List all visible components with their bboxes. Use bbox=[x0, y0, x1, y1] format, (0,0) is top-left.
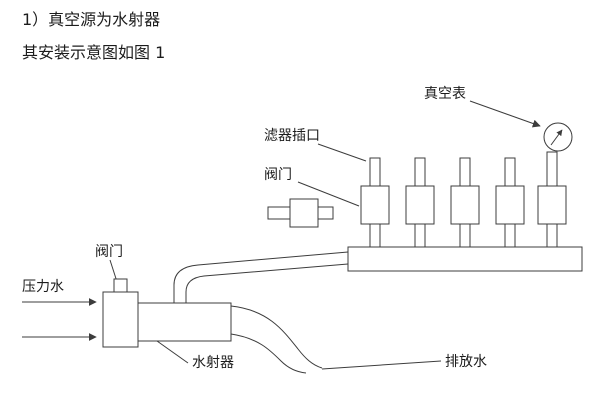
port-upper-stem bbox=[546, 151, 558, 187]
port-upper-stem bbox=[369, 157, 381, 187]
inlet-valve-label: 阀门 bbox=[95, 244, 123, 260]
manifold-port bbox=[360, 157, 390, 248]
valve-symbol-body bbox=[289, 198, 319, 228]
vacuum-gauge-label: 真空表 bbox=[424, 86, 466, 102]
valve-symbol bbox=[267, 198, 334, 228]
manifold-valve-label: 阀门 bbox=[264, 167, 292, 183]
water-ejector-leader-line bbox=[156, 340, 189, 364]
heading-line-1: 1）真空源为水射器 bbox=[22, 10, 160, 29]
manifold-port bbox=[405, 157, 435, 248]
manifold-valve-leader-line bbox=[297, 181, 360, 207]
inlet-valve-body bbox=[102, 291, 139, 348]
port-valve-collar bbox=[495, 185, 525, 225]
water-ejector-label: 水射器 bbox=[192, 355, 234, 371]
port-upper-stem bbox=[414, 157, 426, 187]
port-valve-collar bbox=[360, 185, 390, 225]
manifold-port bbox=[450, 157, 480, 248]
filter-port-leader-line bbox=[317, 143, 367, 162]
suction-pipe-outer-line bbox=[173, 251, 349, 303]
discharge-pipe-bottom-curve bbox=[230, 333, 307, 374]
discharge-water-leader-line bbox=[321, 360, 442, 370]
inlet-valve-stem bbox=[113, 278, 128, 293]
manifold-port-with-gauge bbox=[537, 151, 567, 248]
manifold-port bbox=[495, 157, 525, 248]
port-valve-collar bbox=[537, 185, 567, 225]
discharge-water-label: 排放水 bbox=[445, 354, 487, 370]
filter-port-label: 滤器插口 bbox=[264, 128, 320, 144]
heading-line-2: 其安装示意图如图 1 bbox=[22, 43, 165, 62]
water-ejector-body bbox=[137, 302, 232, 342]
pressure-water-label: 压力水 bbox=[22, 279, 64, 295]
port-upper-stem bbox=[459, 157, 471, 187]
port-valve-collar bbox=[405, 185, 435, 225]
port-lower-stem bbox=[459, 223, 471, 248]
port-lower-stem bbox=[369, 223, 381, 248]
port-valve-collar bbox=[450, 185, 480, 225]
manifold bbox=[347, 246, 583, 272]
port-lower-stem bbox=[546, 223, 558, 248]
port-lower-stem bbox=[504, 223, 516, 248]
discharge-pipe-top-curve bbox=[230, 305, 323, 369]
valve-symbol-left-stub bbox=[267, 206, 291, 220]
port-upper-stem bbox=[504, 157, 516, 187]
gauge-needle bbox=[550, 129, 563, 146]
vacuum-gauge-pointer-line bbox=[469, 100, 541, 128]
suction-pipe-inner-line bbox=[185, 263, 349, 303]
port-lower-stem bbox=[414, 223, 426, 248]
vacuum-gauge-icon bbox=[543, 122, 573, 152]
valve-symbol-right-stub bbox=[317, 206, 334, 220]
